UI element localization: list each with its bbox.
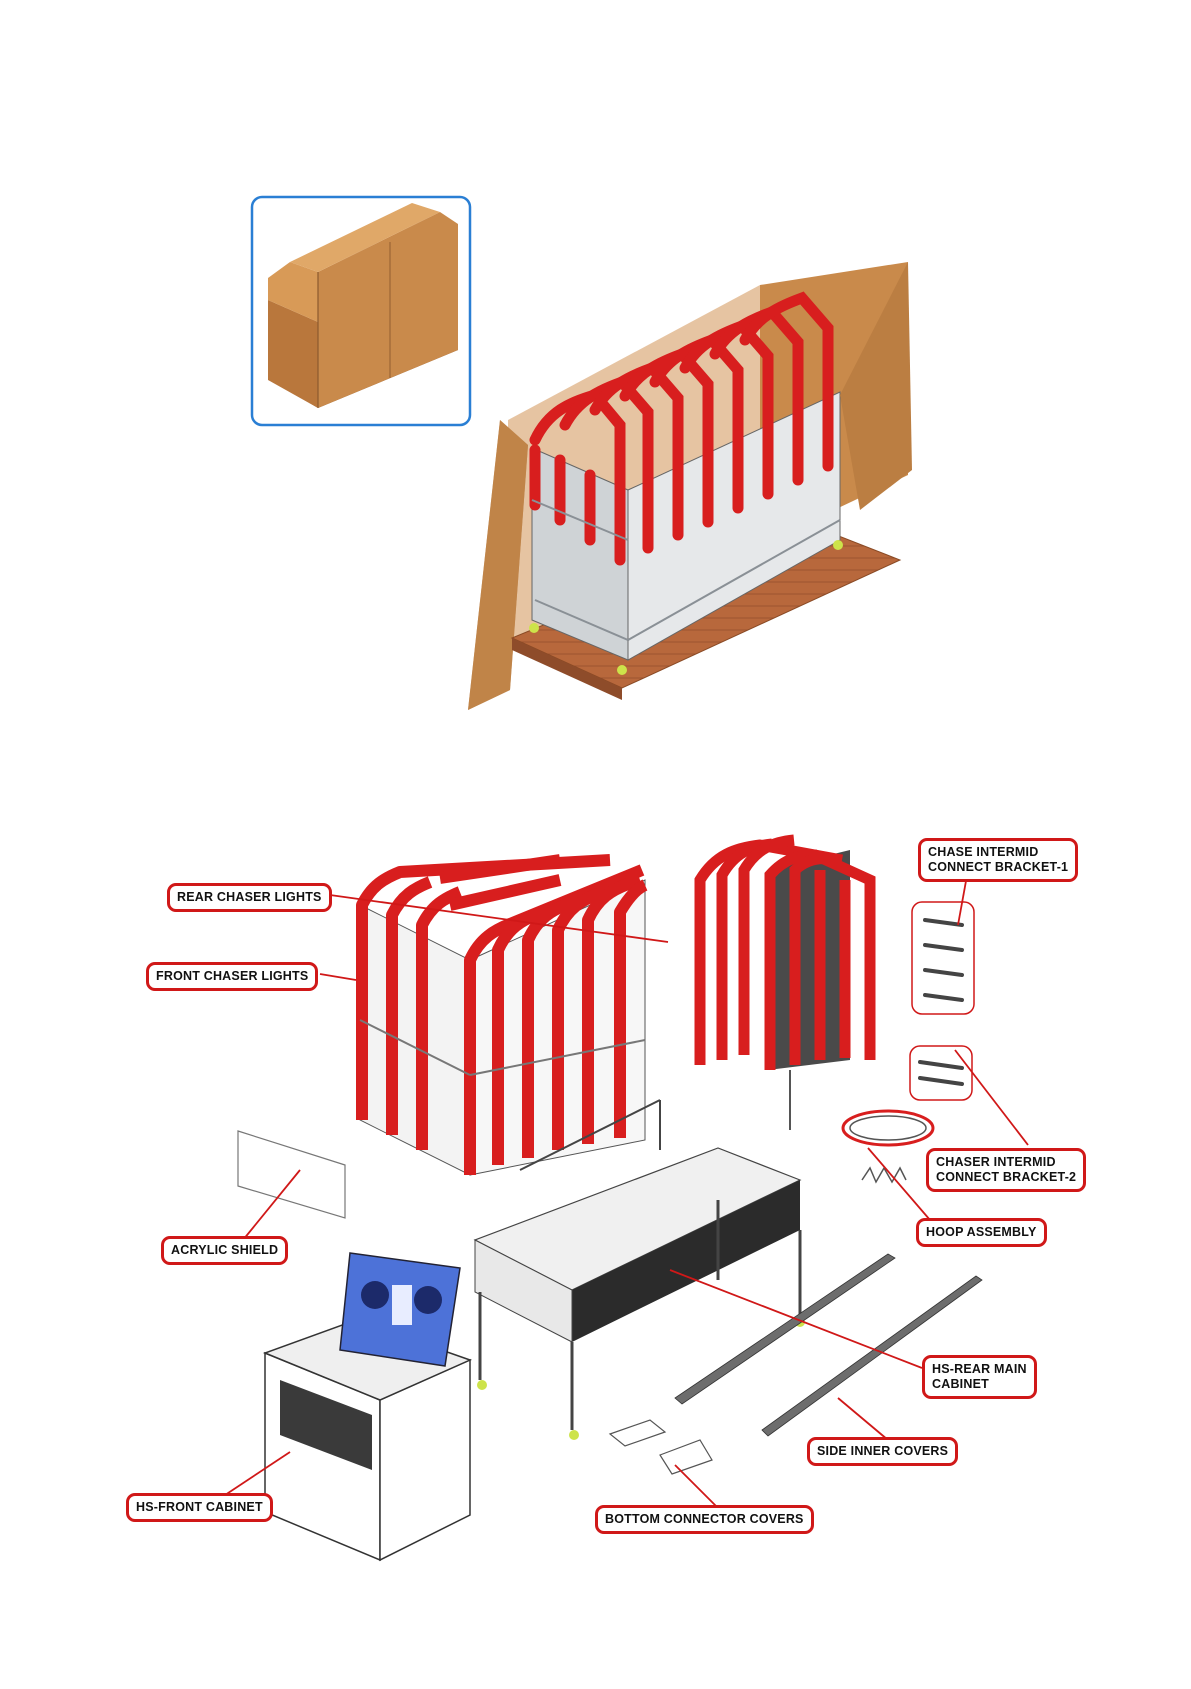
bracket-2-parts-icon [910, 1046, 972, 1100]
chase-intermid-1-line1: CHASE INTERMID [928, 845, 1068, 860]
bracket-1-parts-icon [912, 902, 974, 1014]
side-chaser-arch-icon [700, 840, 870, 1130]
front-chaser-lights-label: FRONT CHASER LIGHTS [146, 962, 318, 991]
hoop-assembly-label: HOOP ASSEMBLY [916, 1218, 1047, 1247]
chaser-intermid-2-line1: CHASER INTERMID [936, 1155, 1076, 1170]
acrylic-shield-text: ACRYLIC SHIELD [171, 1243, 278, 1258]
chaser-intermid-2-line2: CONNECT BRACKET-2 [936, 1170, 1076, 1185]
rear-chaser-lights-label: REAR CHASER LIGHTS [167, 883, 332, 912]
chase-intermid-1-line2: CONNECT BRACKET-1 [928, 860, 1068, 875]
hs-rear-main-line1: HS-REAR MAIN [932, 1362, 1027, 1377]
acrylic-shield-icon [238, 1131, 345, 1218]
hs-rear-main-cabinet-label: HS-REAR MAIN CABINET [922, 1355, 1037, 1399]
hs-front-cabinet-text: HS-FRONT CABINET [136, 1500, 263, 1515]
opened-crate-with-frame-icon [468, 262, 912, 710]
bottom-connector-covers-text: BOTTOM CONNECTOR COVERS [605, 1512, 804, 1527]
front-chaser-lights-text: FRONT CHASER LIGHTS [156, 969, 308, 984]
rear-chaser-lights-text: REAR CHASER LIGHTS [177, 890, 322, 905]
side-inner-covers-text: SIDE INNER COVERS [817, 1444, 948, 1459]
front-cabinet-icon [265, 1253, 470, 1560]
hs-front-cabinet-label: HS-FRONT CABINET [126, 1493, 273, 1522]
hoop-assembly-text: HOOP ASSEMBLY [926, 1225, 1037, 1240]
acrylic-shield-label: ACRYLIC SHIELD [161, 1236, 288, 1265]
side-inner-covers-label: SIDE INNER COVERS [807, 1437, 958, 1466]
rear-front-chaser-arch-icon [360, 860, 645, 1175]
hs-rear-main-line2: CABINET [932, 1377, 1027, 1392]
chase-intermid-bracket-1-label: CHASE INTERMID CONNECT BRACKET-1 [918, 838, 1078, 882]
bottom-connector-covers-label: BOTTOM CONNECTOR COVERS [595, 1505, 814, 1534]
bottom-connector-covers-icon [610, 1420, 712, 1474]
chaser-intermid-bracket-2-label: CHASER INTERMID CONNECT BRACKET-2 [926, 1148, 1086, 1192]
side-inner-covers-icon [675, 1254, 982, 1436]
closed-crate-icon [252, 197, 470, 425]
